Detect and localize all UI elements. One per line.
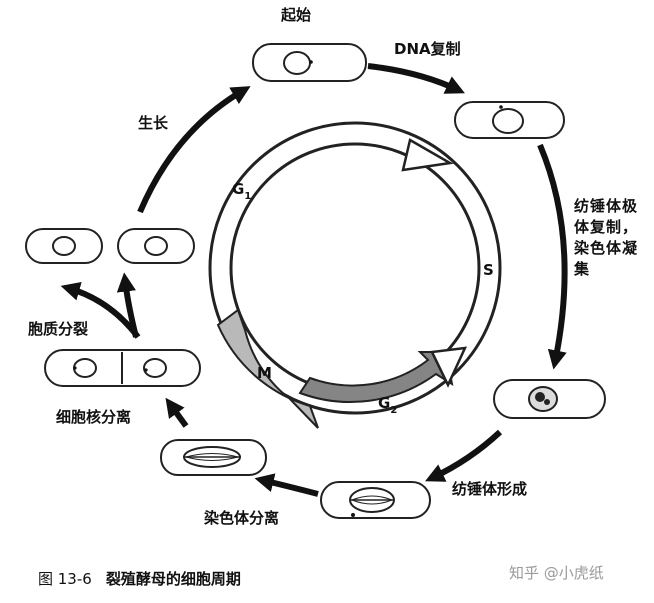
label-start: 起始 [281, 6, 312, 24]
watermark: 知乎 @小虎纸 [509, 564, 604, 582]
outer-cycle-arrows [60, 63, 568, 497]
s-label: S [483, 261, 494, 279]
s-phase-arrowhead [401, 138, 454, 172]
g2-entry-arrowhead [430, 346, 468, 388]
label-nuclear-division: 细胞核分离 [56, 408, 132, 426]
arrow-spb-to-spindle [425, 429, 503, 482]
arrow-spindle-to-separation [254, 473, 319, 497]
label-cytokinesis: 胞质分裂 [28, 320, 89, 338]
cell-chromosome-separation [160, 439, 267, 476]
g1-label: G1 [232, 180, 251, 202]
arrow-dna-to-spb [537, 143, 568, 370]
figure-caption: 图 13-6 裂殖酵母的细胞周期 [38, 568, 241, 589]
figure-title: 裂殖酵母的细胞周期 [105, 570, 241, 588]
label-chromosome-separation: 染色体分离 [204, 509, 280, 527]
cell-nuclear-division [44, 349, 201, 387]
cell-daughter-left [25, 228, 103, 264]
label-dna-replication: DNA复制 [394, 40, 461, 58]
arrow-growth-to-start [137, 86, 251, 214]
arrow-cytokinesis-right [116, 272, 139, 338]
label-spindle-pole-body: 纺锤体极体复制，染色体凝集 [574, 197, 639, 278]
label-spindle-formation: 纺锤体形成 [452, 480, 528, 498]
arrow-start-to-dna [367, 63, 465, 94]
cell-dna-replication [454, 101, 565, 139]
cell-daughter-right [117, 228, 195, 264]
cell-spb-condensed [493, 379, 606, 419]
cell-start [252, 43, 367, 82]
m-phase-band [216, 308, 319, 429]
cell-spindle-formation [320, 481, 431, 519]
m-label: M [257, 364, 272, 382]
arrow-separation-to-nucleus [165, 397, 189, 428]
g2-phase-band [298, 351, 454, 403]
g2-label: G2 [378, 394, 397, 416]
figure-number: 图 13-6 [38, 570, 92, 588]
label-growth: 生长 [138, 114, 169, 132]
